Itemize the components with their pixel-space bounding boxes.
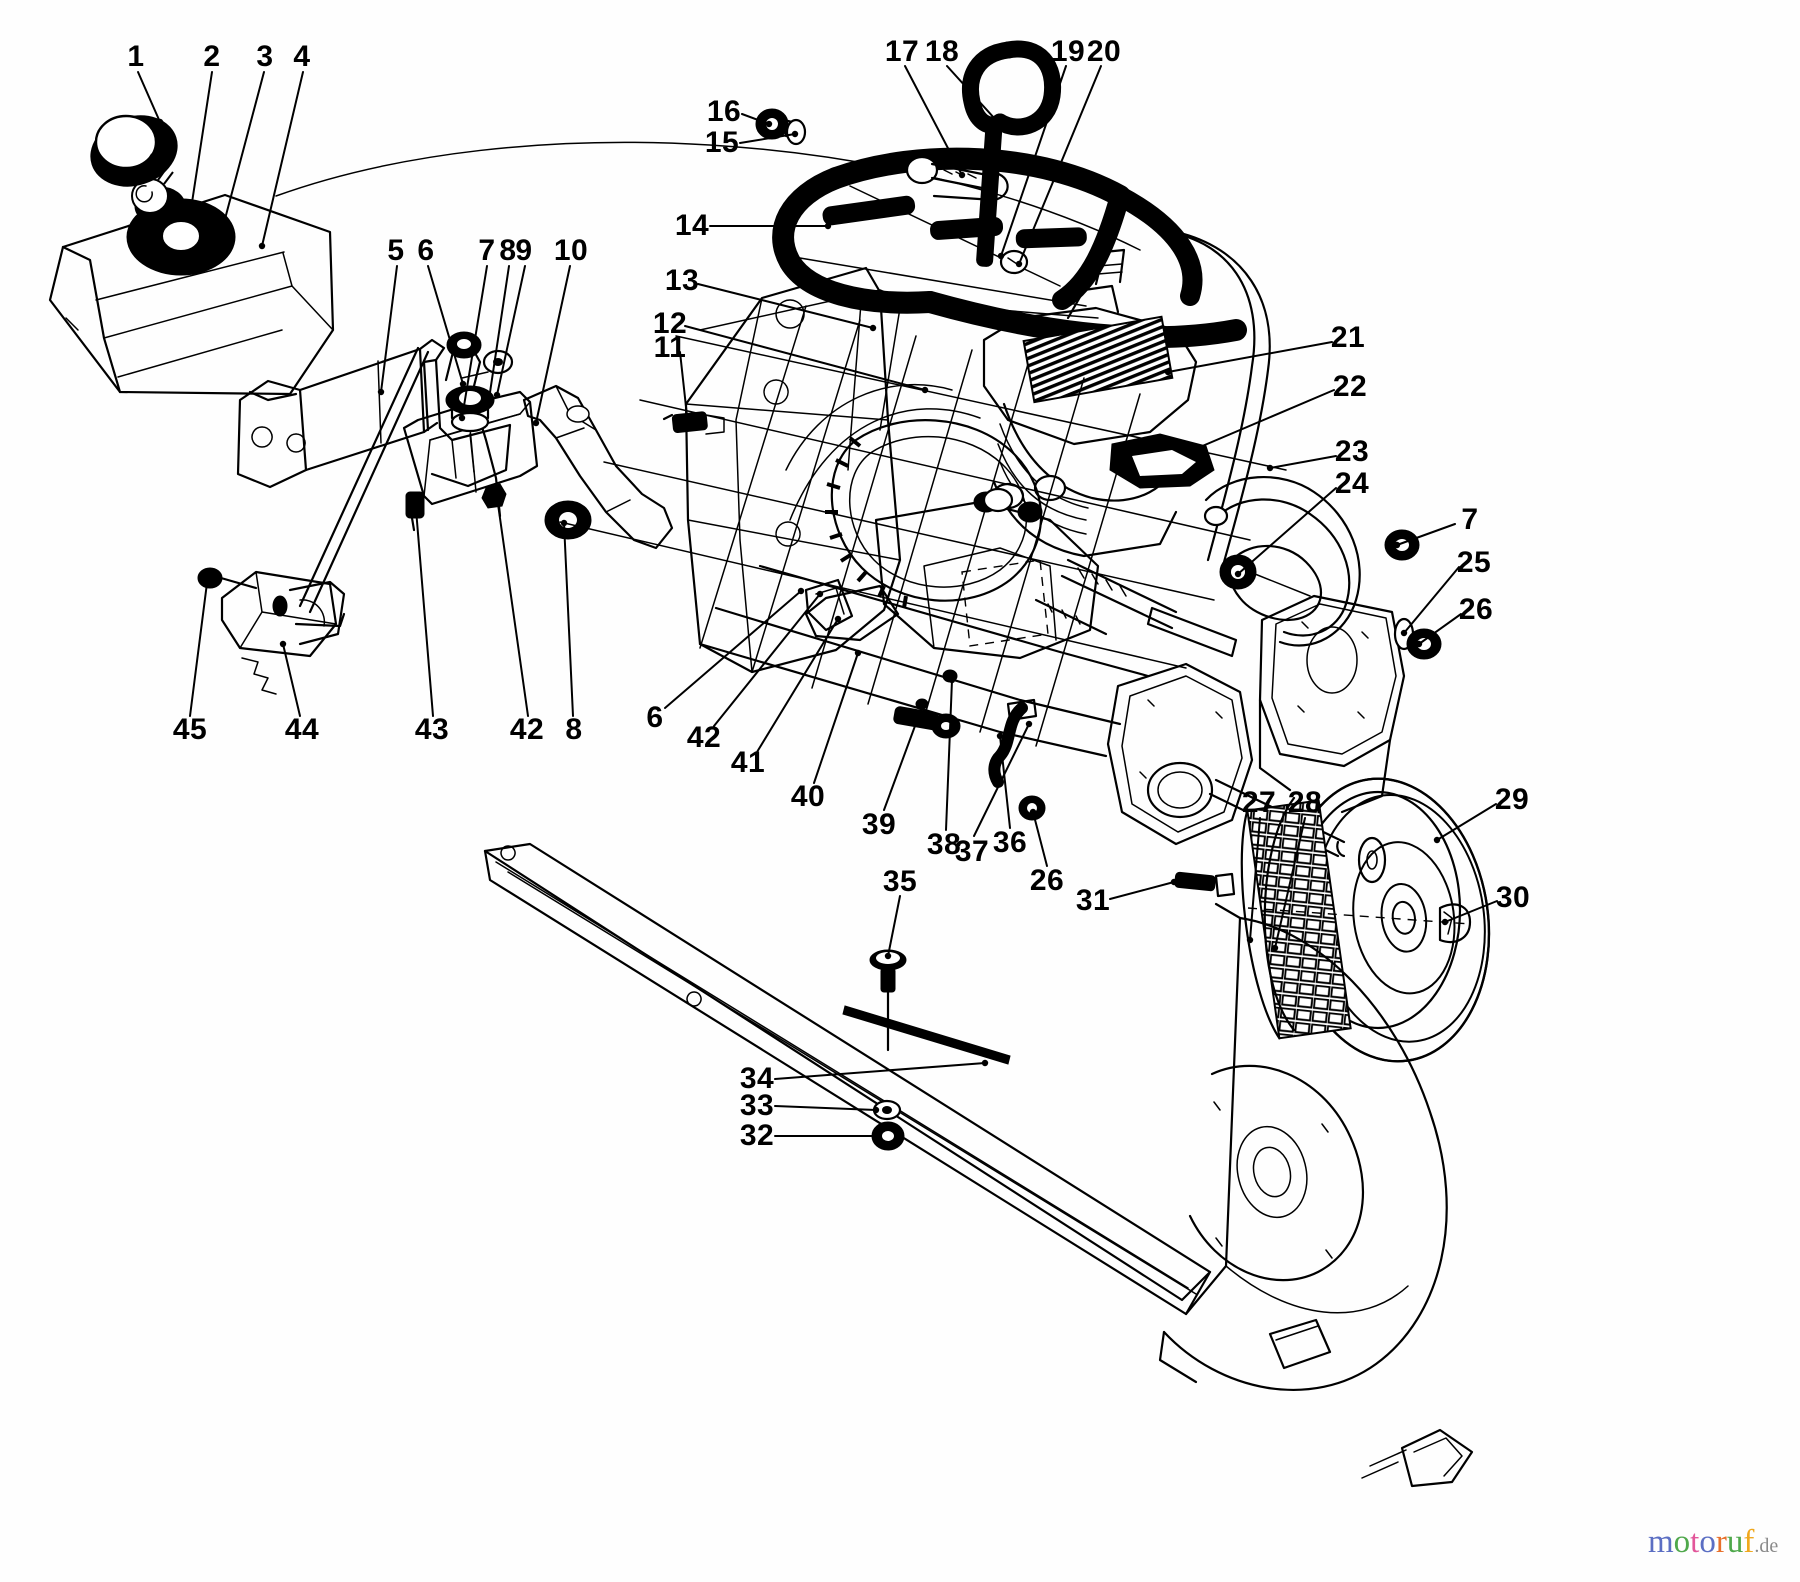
callout-number-14: 14 (674, 209, 710, 242)
drive-gear-assembly (825, 419, 1238, 660)
callout-number-38: 38 (926, 828, 962, 861)
bushing-8 (544, 500, 592, 540)
callout-number-30: 30 (1495, 881, 1531, 914)
callout-number-37: 37 (954, 835, 990, 868)
callout-number-1: 1 (127, 40, 145, 73)
clip-37 (988, 698, 1038, 788)
motoruf-watermark: motoruf.de (1648, 1526, 1778, 1559)
callout-number-6b: 6 (646, 701, 664, 734)
callout-number-2: 2 (203, 40, 221, 73)
auger-housing (1158, 902, 1474, 1488)
callout-number-41: 41 (730, 746, 766, 779)
callout-number-6: 6 (417, 234, 435, 267)
callout-number-42b: 42 (686, 721, 722, 754)
watermark-letter-6: f (1743, 1524, 1755, 1560)
callout-number-27: 27 (1241, 786, 1277, 819)
callout-number-13: 13 (664, 264, 700, 297)
callout-number-45: 45 (172, 713, 208, 746)
callout-number-10: 10 (553, 234, 589, 267)
callout-number-26b: 26 (1029, 864, 1065, 897)
watermark-letter-0: m (1648, 1524, 1674, 1560)
callout-number-8b: 8 (565, 713, 583, 746)
wheel-assembly (1106, 662, 1491, 1063)
watermark-letter-5: u (1726, 1524, 1744, 1560)
fastener-38 (942, 669, 958, 683)
callout-number-36: 36 (992, 826, 1028, 859)
lower-frame-rails (559, 305, 1287, 821)
fuel-tank-group (48, 114, 335, 402)
stud-43 (405, 491, 425, 532)
gasket-22 (1109, 433, 1215, 489)
pin-11-12 (662, 411, 725, 435)
watermark-letter-1: o (1673, 1524, 1691, 1560)
callout-number-40: 40 (790, 780, 826, 813)
callout-number-35: 35 (882, 865, 918, 898)
fastener-39 (915, 698, 929, 710)
callout-number-21: 21 (1330, 321, 1366, 354)
callout-number-7b: 7 (1461, 503, 1479, 536)
washer-26b (1018, 795, 1046, 821)
callout-number-12: 12 (652, 307, 688, 340)
callout-number-39: 39 (861, 808, 897, 841)
watermark-letter-4: r (1715, 1524, 1727, 1560)
callout-number-34: 34 (739, 1062, 775, 1095)
callout-number-29: 29 (1494, 783, 1530, 816)
engine-cylinder-21 (973, 248, 1215, 558)
watermark-letter-2: t (1690, 1524, 1700, 1560)
frame-and-bracket-group (197, 331, 725, 695)
callout-number-9: 9 (515, 234, 533, 267)
callout-number-25: 25 (1456, 546, 1492, 579)
callout-number-17: 17 (884, 35, 920, 68)
callout-number-11: 11 (653, 331, 687, 364)
watermark-letter-3: o (1699, 1524, 1716, 1560)
carriage-bolt-35 (869, 949, 907, 1052)
watermark-suffix: .de (1754, 1535, 1779, 1557)
callout-number-22: 22 (1332, 370, 1368, 403)
callout-number-44: 44 (284, 713, 320, 746)
bolt-31 (1174, 871, 1236, 898)
callout-number-28: 28 (1287, 786, 1323, 819)
nut-26 (1406, 628, 1442, 660)
callout-number-31: 31 (1075, 884, 1111, 917)
side-plate-and-hardware (1258, 594, 1442, 814)
callout-number-42: 42 (509, 713, 545, 746)
callout-number-18: 18 (924, 35, 960, 68)
callout-number-3: 3 (256, 40, 274, 73)
callout-number-32: 32 (739, 1119, 775, 1152)
callout-number-19: 19 (1050, 35, 1086, 68)
scraper-bar-assembly (483, 842, 1212, 1316)
callout-number-8: 8 (499, 234, 517, 267)
hardware-stack-7-8-9 (445, 331, 514, 433)
callout-number-5: 5 (387, 234, 405, 267)
callout-number-33: 33 (739, 1089, 775, 1122)
callout-number-16: 16 (706, 95, 742, 128)
callout-number-15: 15 (704, 126, 740, 159)
callout-number-26: 26 (1458, 593, 1494, 626)
depth-bracket-44 (220, 570, 346, 695)
callout-number-24: 24 (1334, 467, 1370, 500)
callout-number-7: 7 (478, 234, 496, 267)
callout-number-23: 23 (1334, 435, 1370, 468)
callout-number-4: 4 (293, 40, 311, 73)
knob-16-washer-15 (755, 108, 807, 146)
callout-number-43: 43 (414, 713, 450, 746)
callout-number-20: 20 (1086, 35, 1122, 68)
